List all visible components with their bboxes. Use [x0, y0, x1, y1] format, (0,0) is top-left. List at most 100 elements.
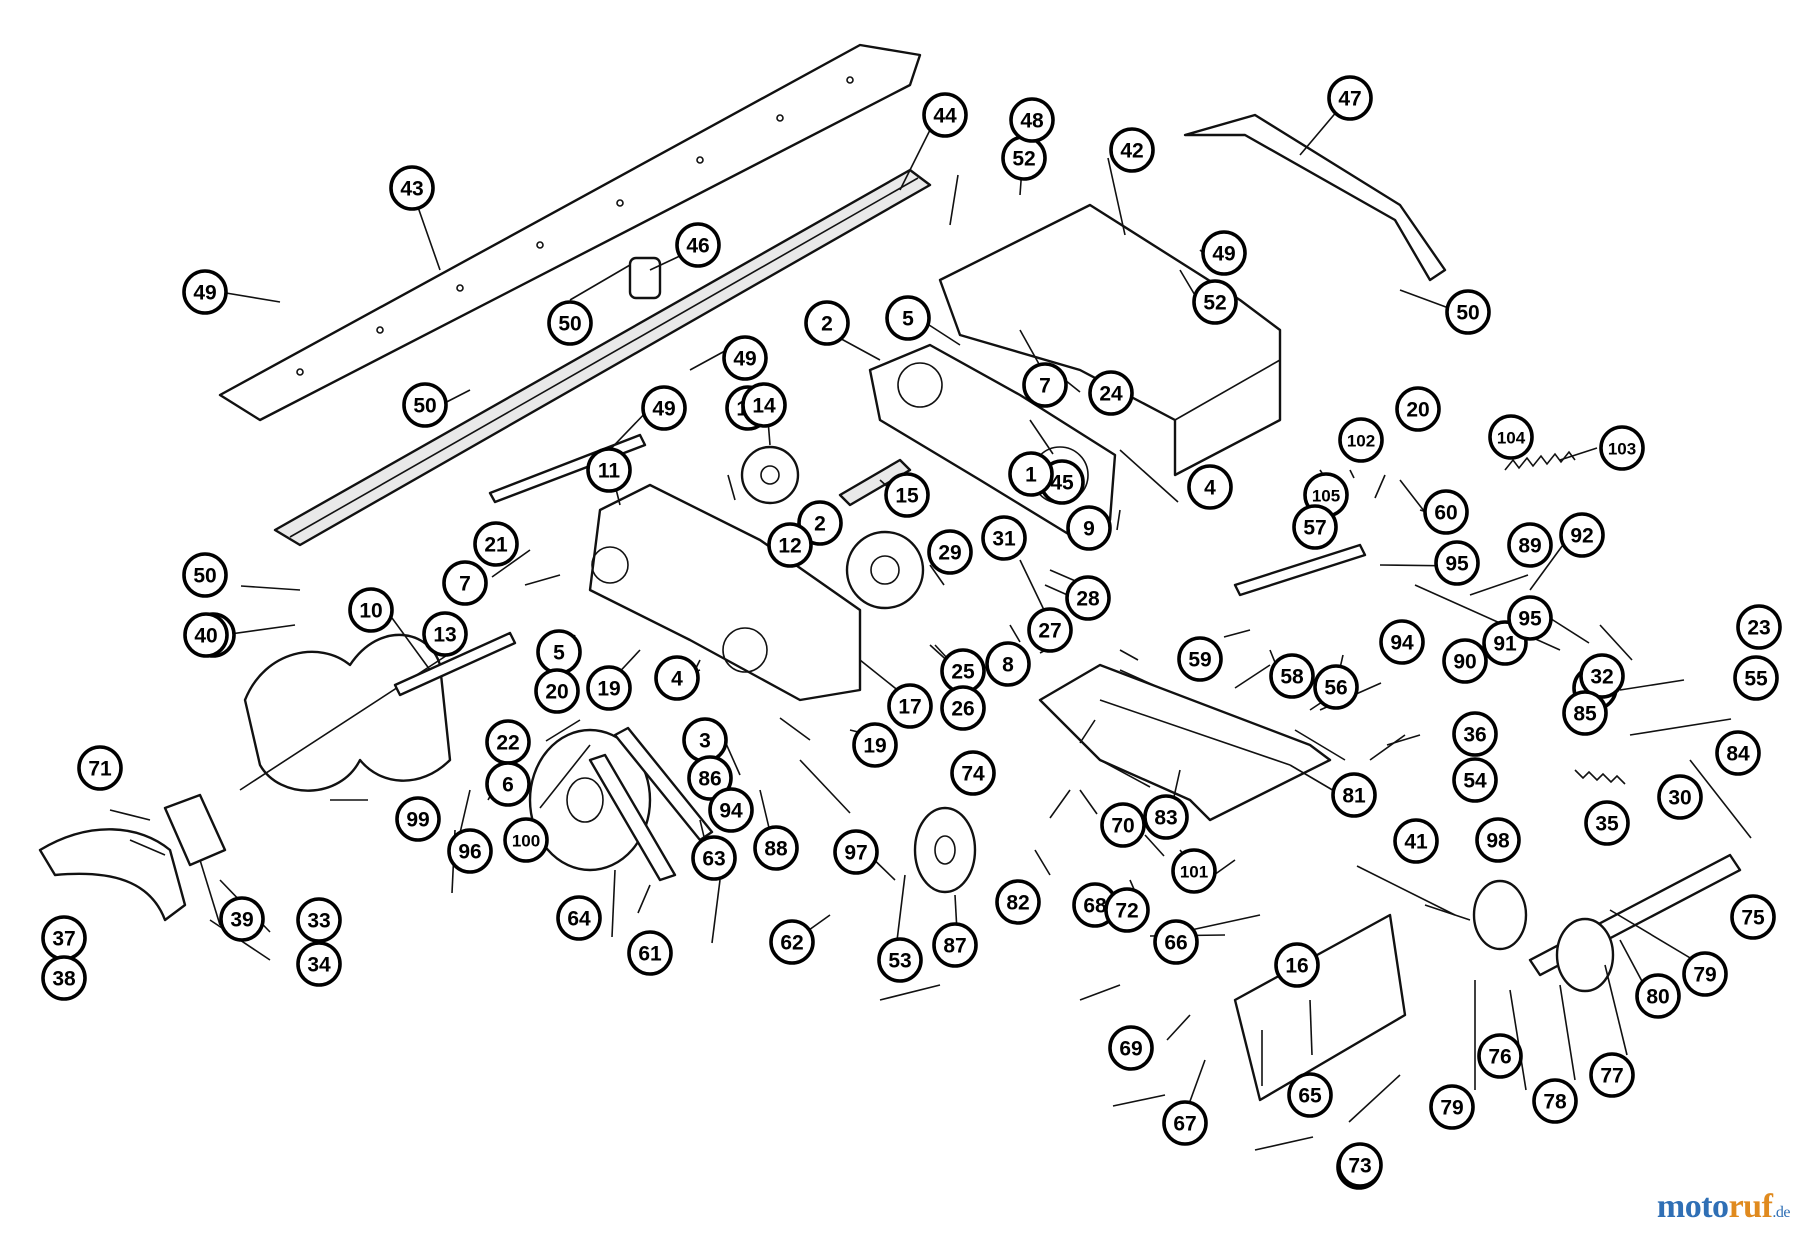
- callout-circle: [1338, 417, 1384, 463]
- callout-39: 39: [219, 896, 265, 942]
- callout-number: 53: [888, 950, 911, 973]
- callout-number: 94: [719, 800, 743, 823]
- callout-number: 64: [567, 908, 591, 931]
- callout-circle: [1143, 794, 1189, 840]
- callout-number: 6: [502, 774, 514, 797]
- callout-circle: [1579, 653, 1625, 699]
- callout-number: 76: [1488, 1046, 1511, 1069]
- callout-number: 50: [558, 313, 581, 336]
- callout-number: 30: [1668, 787, 1691, 810]
- callout-number: 55: [1744, 668, 1768, 691]
- callout-number: 95: [1445, 553, 1469, 576]
- watermark-part2: ruf: [1728, 1188, 1773, 1225]
- callout-7: 7: [1022, 362, 1068, 408]
- callout-94: 94: [708, 787, 754, 833]
- callout-50: 50: [402, 382, 448, 428]
- callout-number: 50: [1456, 302, 1479, 325]
- callout-number: 25: [951, 661, 975, 684]
- callout-94: 94: [1379, 619, 1425, 665]
- callout-circle: [402, 382, 448, 428]
- callout-24: 24: [1088, 370, 1134, 416]
- callout-77: 77: [1589, 1052, 1635, 1098]
- callout-number: 7: [1039, 375, 1051, 398]
- callout-circle: [767, 522, 813, 568]
- arm-87: [588, 753, 677, 882]
- callout-number: 19: [597, 678, 620, 701]
- callout-circle: [389, 165, 435, 211]
- callout-69: 69: [1108, 1025, 1154, 1071]
- callout-number: 33: [307, 910, 330, 933]
- callout-number: 95: [1518, 608, 1542, 631]
- callout-number: 97: [844, 842, 867, 865]
- callout-circle: [1715, 730, 1761, 776]
- callout-80: 80: [1635, 973, 1681, 1019]
- callout-22: 22: [485, 719, 531, 765]
- callout-99: 99: [395, 796, 441, 842]
- shaft-10: [393, 631, 517, 697]
- callout-circle: [296, 941, 342, 987]
- callout-circle: [1088, 370, 1134, 416]
- callout-42: 42: [1109, 127, 1155, 173]
- callout-number: 102: [1347, 432, 1375, 451]
- callout-circle: [348, 587, 394, 633]
- callout-number: 62: [780, 932, 803, 955]
- callout-13: 13: [422, 611, 468, 657]
- callout-circle: [1269, 653, 1315, 699]
- callout-4: 4: [1187, 464, 1233, 510]
- callout-number: 81: [1342, 785, 1366, 808]
- callout-32: 32: [1579, 653, 1625, 699]
- callout-38: 38: [41, 955, 87, 1001]
- callout-circle: [473, 521, 519, 567]
- callout-circle: [722, 335, 768, 381]
- callout-number: 58: [1280, 666, 1304, 689]
- callout-65: 65: [1287, 1072, 1333, 1118]
- callout-number: 21: [484, 534, 508, 557]
- callout-number: 20: [545, 681, 568, 704]
- callout-circle: [1507, 595, 1553, 641]
- callout-circle: [1008, 451, 1054, 497]
- callout-circle: [1337, 1142, 1383, 1188]
- callout-circle: [1009, 97, 1055, 143]
- callout-3: 3: [682, 717, 728, 763]
- callout-circle: [1429, 1084, 1475, 1130]
- callout-number: 84: [1726, 743, 1750, 766]
- callout-100: 100: [503, 817, 549, 863]
- callout-50: 50: [1445, 289, 1491, 335]
- callout-circle: [586, 447, 632, 493]
- callout-19: 19: [586, 665, 632, 711]
- callout-number: 12: [778, 535, 801, 558]
- callout-75: 75: [1730, 894, 1776, 940]
- callout-21: 21: [473, 521, 519, 567]
- callout-number: 101: [1180, 863, 1208, 882]
- callout-83: 83: [1143, 794, 1189, 840]
- callout-circle: [1736, 604, 1782, 650]
- callout-number: 5: [553, 642, 565, 665]
- callout-58: 58: [1269, 653, 1315, 699]
- callout-circle: [219, 896, 265, 942]
- clip-46: [628, 256, 662, 300]
- callout-number: 105: [1312, 487, 1340, 506]
- callout-circle: [1488, 414, 1534, 460]
- callout-number: 36: [1463, 724, 1486, 747]
- callout-56: 56: [1313, 664, 1359, 710]
- callout-number: 1: [1025, 464, 1037, 487]
- callout-number: 15: [895, 485, 919, 508]
- callout-59: 59: [1177, 636, 1223, 682]
- callout-53: 53: [877, 937, 923, 983]
- callout-circle: [627, 930, 673, 976]
- callout-49: 49: [1201, 230, 1247, 276]
- callout-number: 19: [863, 735, 886, 758]
- callout-52: 52: [1192, 279, 1238, 325]
- callout-52: 52: [1001, 135, 1047, 181]
- callout-96: 96: [447, 828, 493, 874]
- callout-circle: [675, 222, 721, 268]
- callout-circle: [183, 612, 229, 658]
- callout-circle: [395, 796, 441, 842]
- callout-89: 89: [1507, 522, 1553, 568]
- callout-62: 62: [769, 919, 815, 965]
- callout-31: 31: [981, 515, 1027, 561]
- callout-54: 54: [1452, 757, 1498, 803]
- callout-49: 49: [641, 385, 687, 431]
- callout-number: 56: [1324, 677, 1347, 700]
